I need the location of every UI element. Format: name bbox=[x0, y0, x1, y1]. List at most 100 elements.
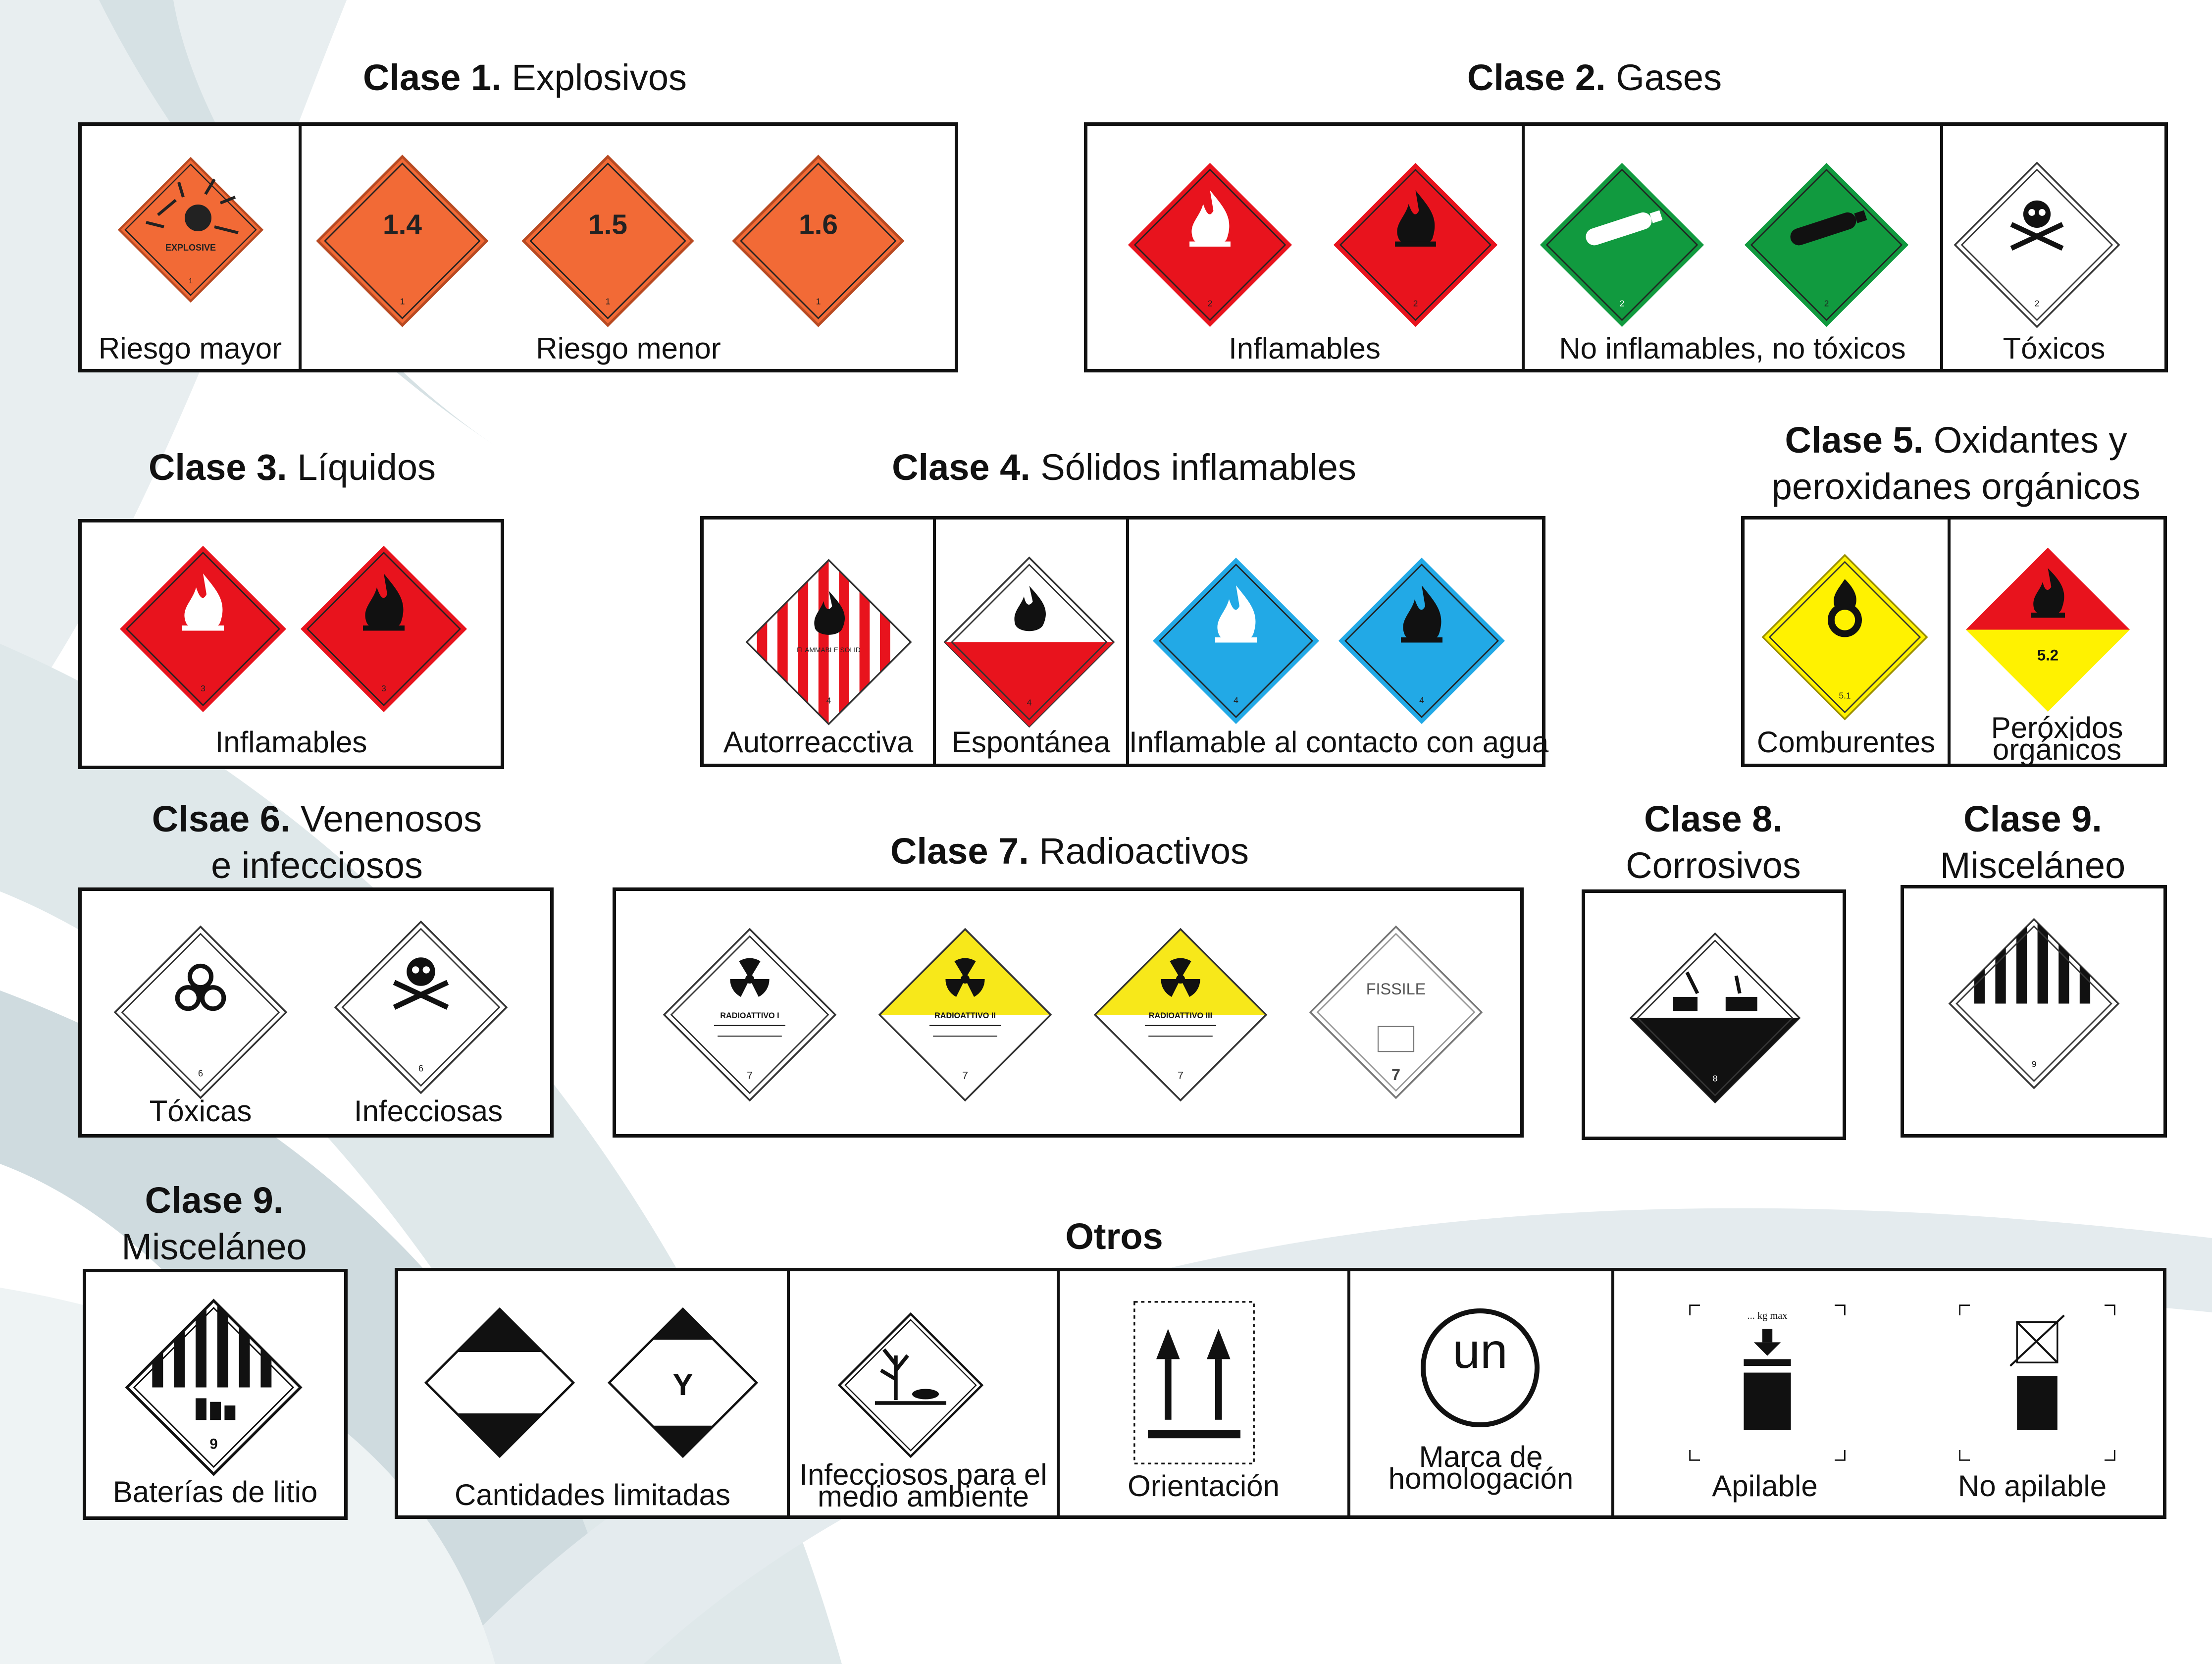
class9a-box: 9 bbox=[1901, 885, 2167, 1138]
class5-divider bbox=[1948, 520, 1951, 764]
flame-black-icon: 5.2 bbox=[1965, 547, 2130, 712]
un-letter-u: un bbox=[1452, 1323, 1507, 1379]
explosive-text: EXPLOSIVE bbox=[165, 243, 216, 253]
radioactive-label: RADIOATTIVO III bbox=[1149, 1011, 1212, 1020]
class2-divider-1 bbox=[1522, 126, 1525, 369]
class5-box: 5.1 5.2 Comburentes Peróxidos orgánicos bbox=[1741, 516, 2167, 767]
flame-black-icon: 4 bbox=[943, 556, 1115, 728]
class6-title: Clsae 6. Venenosos e infecciosos bbox=[109, 796, 525, 889]
class6-title-bold: Clsae 6. bbox=[152, 798, 291, 839]
limited-quantity-y-icon: Y bbox=[607, 1307, 759, 1458]
division-number: 1.6 bbox=[799, 209, 838, 240]
otros-divider-3 bbox=[1347, 1271, 1350, 1515]
sign-number: 9 bbox=[2032, 1059, 2037, 1069]
miscellaneous-stripes-icon: 9 bbox=[1948, 918, 2120, 1090]
division-1-6-icon: 1.6 1 bbox=[732, 155, 905, 327]
sign-number: 1 bbox=[816, 296, 821, 306]
label-comburentes: Comburentes bbox=[1756, 726, 1936, 759]
class6-title-text: Venenosos bbox=[290, 798, 482, 839]
label-peroxidos-1: Peróxidos bbox=[1991, 711, 2123, 744]
flame-white-icon: 3 bbox=[120, 546, 286, 712]
flame-black-icon: 3 bbox=[301, 546, 467, 712]
sign-number: 8 bbox=[1713, 1073, 1718, 1083]
class6-title-line2: e infecciosos bbox=[211, 845, 423, 886]
division-number: 1.4 bbox=[383, 209, 422, 240]
class1-box: EXPLOSIVE 1 1.4 1 1.5 1 1.6 1 Riesgo may… bbox=[78, 122, 958, 372]
sign-number: 7 bbox=[1178, 1069, 1183, 1082]
class4-box: FLAMMABLE SOLID 4 4 4 4 Autorreacctiva E… bbox=[700, 516, 1548, 767]
flammable-solid-text: FLAMMABLE SOLID bbox=[797, 646, 861, 654]
orientation-arrows-icon bbox=[1133, 1301, 1255, 1464]
sign-number: 4 bbox=[1234, 695, 1238, 705]
gas-cylinder-white-icon: 2 bbox=[1540, 162, 1704, 327]
class4-title: Clase 4. Sólidos inflamables bbox=[817, 444, 1431, 491]
striped-flame-icon: FLAMMABLE SOLID 4 bbox=[745, 559, 912, 726]
class9a-title: Clase 9. Misceláneo bbox=[1899, 796, 2166, 889]
flame-white-icon: 2 bbox=[1128, 162, 1292, 327]
radioactive-trefoil-icon: RADIOATTIVO II 7 bbox=[878, 928, 1052, 1102]
label-cantidades-limitadas: Cantidades limitadas bbox=[455, 1478, 730, 1511]
sign-number: 3 bbox=[381, 683, 386, 693]
class4-divider-1 bbox=[933, 520, 936, 764]
label-riesgo-menor: Riesgo menor bbox=[536, 332, 721, 365]
gas-cylinder-black-icon: 2 bbox=[1744, 162, 1909, 327]
sign-number: 2 bbox=[1208, 299, 1213, 309]
class4-title-text: Sólidos inflamables bbox=[1030, 447, 1356, 488]
radioactive-trefoil-icon: RADIOATTIVO III 7 bbox=[1093, 928, 1268, 1102]
sign-number: 3 bbox=[201, 683, 206, 693]
label-espontanea: Espontánea bbox=[951, 726, 1111, 759]
division-1-5-icon: 1.5 1 bbox=[521, 155, 694, 327]
environment-hazard-icon bbox=[837, 1312, 984, 1458]
flame-black-icon: 4 bbox=[1338, 558, 1505, 724]
label-orientacion: Orientación bbox=[1128, 1469, 1280, 1503]
class2-title-bold: Clase 2. bbox=[1467, 57, 1606, 98]
sign-number: 7 bbox=[747, 1069, 753, 1082]
class7-title-text: Radioactivos bbox=[1029, 831, 1249, 872]
sign-number: 1 bbox=[189, 277, 193, 285]
otros-divider-4 bbox=[1611, 1271, 1614, 1515]
class7-title: Clase 7. Radioactivos bbox=[817, 828, 1322, 875]
class8-title: Clase 8. Corrosivos bbox=[1580, 796, 1847, 889]
un-mark-icon: un bbox=[1421, 1308, 1540, 1427]
label-autorreactiva: Autorreacctiva bbox=[723, 726, 914, 759]
label-no-apilable: No apilable bbox=[1957, 1469, 2107, 1503]
sign-number: 4 bbox=[1027, 697, 1032, 707]
label-riesgo-mayor: Riesgo mayor bbox=[98, 332, 282, 365]
class9b-title-line2: Misceláneo bbox=[121, 1226, 307, 1267]
sign-number: 4 bbox=[826, 696, 831, 706]
radioactive-label: RADIOATTIVO I bbox=[720, 1011, 779, 1020]
class3-title-bold: Clase 3. bbox=[148, 447, 287, 488]
label-medio-ambiente-2: medio ambiente bbox=[818, 1480, 1029, 1513]
class5-title-bold: Clase 5. bbox=[1785, 419, 1924, 461]
label-peroxidos-2: orgánicos bbox=[1992, 733, 2122, 766]
class2-title: Clase 2. Gases bbox=[1396, 54, 1793, 101]
class1-divider bbox=[299, 126, 302, 369]
kg-max-text: ... kg max bbox=[1748, 1310, 1788, 1321]
otros-box: Y un ... kg max Cantidades limitadas Inf… bbox=[395, 1268, 2166, 1519]
flame-white-icon: 4 bbox=[1153, 558, 1319, 724]
class8-title-bold: Clase 8. bbox=[1644, 798, 1783, 839]
class9b-box: 9 Baterías de litio bbox=[83, 1269, 348, 1520]
sign-number: 2 bbox=[1620, 299, 1625, 309]
class4-title-bold: Clase 4. bbox=[892, 447, 1030, 488]
sign-number: 2 bbox=[1413, 299, 1418, 309]
skull-crossbones-icon: 6 bbox=[334, 920, 508, 1094]
otros-title: Otros bbox=[966, 1213, 1263, 1260]
label-no-inflamables: No inflamables, no tóxicos bbox=[1559, 332, 1906, 365]
corrosive-icon: 8 bbox=[1629, 932, 1801, 1104]
class2-divider-2 bbox=[1940, 126, 1943, 369]
sign-number: 7 bbox=[1391, 1066, 1400, 1084]
class2-box: 2 2 2 2 2 Inflamables No inflamables, no… bbox=[1084, 122, 2168, 372]
class3-title-text: Líquidos bbox=[287, 447, 436, 488]
otros-title-bold: Otros bbox=[1065, 1216, 1163, 1257]
sign-number: 1 bbox=[400, 296, 405, 306]
label-gases-toxicos: Tóxicos bbox=[2003, 332, 2106, 365]
class5-title: Clase 5. Oxidantes y peroxidanes orgánic… bbox=[1733, 417, 2179, 510]
not-stackable-icon bbox=[1959, 1304, 2115, 1461]
label-apilable: Apilable bbox=[1712, 1469, 1818, 1503]
sign-number: 4 bbox=[1419, 695, 1424, 705]
class9a-title-bold: Clase 9. bbox=[1963, 798, 2102, 839]
class5-title-line2: peroxidanes orgánicos bbox=[1771, 466, 2141, 507]
class1-title: Clase 1. Explosivos bbox=[347, 54, 703, 101]
class3-box: 3 3 Inflamables bbox=[78, 519, 504, 769]
